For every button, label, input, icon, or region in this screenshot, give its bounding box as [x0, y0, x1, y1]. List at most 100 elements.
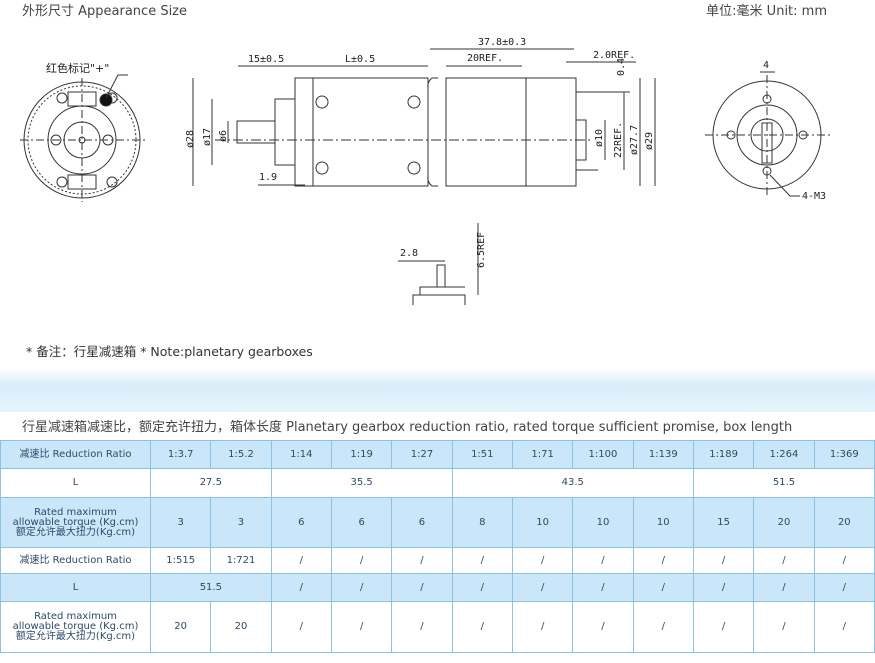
table-cell: / — [511, 601, 574, 653]
table-cell: / — [753, 547, 815, 574]
svg-text:22REF.: 22REF. — [613, 122, 624, 158]
svg-text:37.8±0.3: 37.8±0.3 — [478, 37, 526, 48]
table-cell: 1:19 — [330, 440, 393, 469]
table-cell: / — [692, 547, 755, 574]
table-cell: 1:369 — [813, 440, 875, 469]
svg-text:ø10: ø10 — [594, 129, 605, 147]
table-cell: 51.5 — [692, 468, 875, 498]
table-cell: 10 — [511, 497, 574, 548]
row-label: Rated maximum allowable torque (Kg.cm) 额… — [0, 601, 151, 653]
svg-text:15±0.5: 15±0.5 — [248, 54, 284, 65]
note-text: * 备注：行星减速箱 * Note:planetary gearboxes — [26, 344, 313, 359]
table-cell: / — [330, 573, 393, 602]
table-cell: 6 — [391, 497, 453, 548]
table-cell: 3 — [149, 497, 212, 548]
table-cell: / — [391, 573, 453, 602]
table-row: Rated maximum allowable torque (Kg.cm) 额… — [0, 601, 875, 653]
table-cell: / — [572, 573, 634, 602]
table-cell: / — [451, 573, 513, 602]
svg-text:0.4: 0.4 — [616, 58, 627, 76]
table-cell: 27.5 — [150, 468, 272, 498]
row-label: 减速比 Reduction Ratio — [0, 440, 151, 469]
motor-dimension-drawing: 红色标记"+" 15±0.5 L±0.5 37.8±0.3 20REF. 2.0… — [20, 37, 830, 305]
table-cell: 20 — [149, 601, 212, 653]
table-cell: 35.5 — [270, 468, 453, 498]
table-cell: / — [572, 547, 634, 574]
svg-text:ø17: ø17 — [202, 128, 213, 146]
svg-text:ø29: ø29 — [644, 132, 655, 150]
table-cell: / — [511, 573, 574, 602]
row-label: Rated maximum allowable torque (Kg.cm) 额… — [0, 497, 151, 548]
table-cell: / — [753, 601, 815, 653]
table-title: 行星减速箱减速比，额定充许扭力，箱体长度 Planetary gearbox r… — [22, 420, 793, 435]
table-cell: / — [511, 547, 574, 574]
table-cell: 1:264 — [753, 440, 815, 469]
svg-text:ø28: ø28 — [185, 130, 196, 148]
table-cell: 1:515 — [149, 547, 212, 574]
table-cell: / — [391, 547, 453, 574]
table-cell: 20 — [210, 601, 272, 653]
table-cell: / — [813, 573, 875, 602]
table-cell: 1:51 — [451, 440, 513, 469]
table-cell: 1:721 — [210, 547, 272, 574]
row-label: L — [0, 573, 151, 602]
table-cell: 1:139 — [632, 440, 694, 469]
table-cell: 15 — [692, 497, 755, 548]
red-mark-label: 红色标记"+" — [46, 61, 109, 75]
table-cell: / — [753, 573, 815, 602]
table-cell: 6 — [330, 497, 393, 548]
table-cell: 20 — [813, 497, 875, 548]
table-cell: 1:5.2 — [210, 440, 272, 469]
svg-text:4: 4 — [763, 60, 769, 71]
table-cell: 8 — [451, 497, 513, 548]
table-cell: / — [270, 547, 332, 574]
table-cell: 3 — [210, 497, 272, 548]
table-cell: / — [451, 547, 513, 574]
table-cell: / — [391, 601, 453, 653]
table-cell: / — [813, 601, 875, 653]
end-view-right: 4 4-M3 — [705, 60, 830, 202]
end-view-left: 红色标记"+" — [20, 61, 145, 202]
table-cell: / — [270, 601, 332, 653]
terminal-detail: 2.8 6.5REF — [398, 223, 487, 305]
table-cell: / — [270, 573, 332, 602]
svg-text:1.9: 1.9 — [259, 172, 277, 183]
table-cell: 10 — [572, 497, 634, 548]
svg-text:ø6: ø6 — [218, 130, 229, 142]
table-cell: / — [813, 547, 875, 574]
decorative-band — [0, 368, 875, 412]
row-label: 减速比 Reduction Ratio — [0, 547, 151, 574]
table-cell: / — [692, 573, 755, 602]
unit-label: 单位:毫米 Unit: mm — [706, 4, 827, 19]
table-cell: / — [632, 573, 694, 602]
svg-text:20REF.: 20REF. — [467, 53, 503, 64]
table-cell: 20 — [753, 497, 815, 548]
svg-text:4-M3: 4-M3 — [802, 191, 826, 202]
table-cell: 43.5 — [451, 468, 694, 498]
table-cell: 1:3.7 — [149, 440, 212, 469]
row-label: L — [0, 468, 151, 498]
table-cell: 10 — [632, 497, 694, 548]
table-cell: / — [632, 601, 694, 653]
svg-text:2.8: 2.8 — [400, 248, 418, 259]
table-cell: / — [330, 601, 393, 653]
svg-text:6.5REF: 6.5REF — [476, 232, 487, 268]
table-cell: 1:27 — [391, 440, 453, 469]
table-cell: 1:71 — [511, 440, 574, 469]
table-cell: / — [572, 601, 634, 653]
table-cell: 1:14 — [270, 440, 332, 469]
table-cell: / — [451, 601, 513, 653]
table-cell: / — [330, 547, 393, 574]
svg-text:2.0REF.: 2.0REF. — [593, 50, 635, 61]
side-view: 15±0.5 L±0.5 37.8±0.3 20REF. 2.0REF. ø28… — [185, 37, 656, 187]
table-cell: 1:189 — [692, 440, 755, 469]
table-cell: 51.5 — [150, 573, 272, 602]
table-cell: / — [632, 547, 694, 574]
table-cell: / — [692, 601, 755, 653]
svg-text:ø27.7: ø27.7 — [629, 125, 640, 155]
